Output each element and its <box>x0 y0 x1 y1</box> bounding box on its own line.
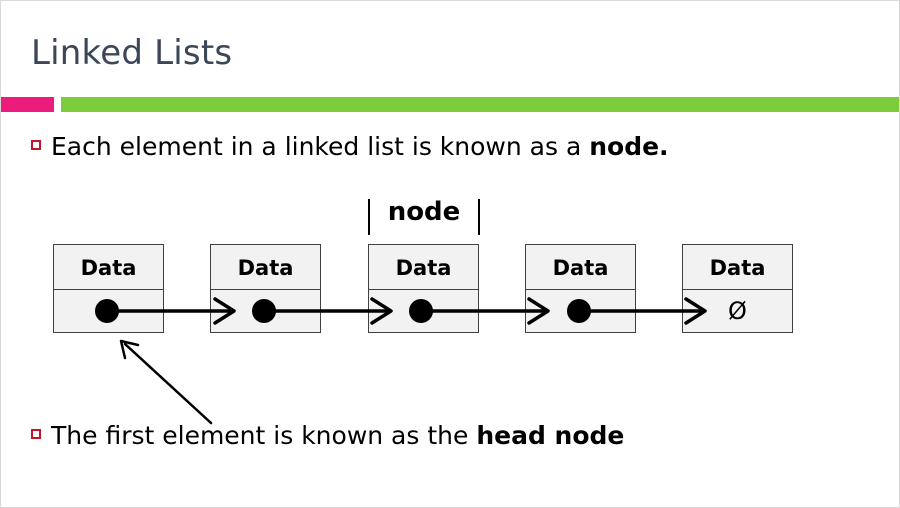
list-node-5: Data Ø <box>682 244 793 333</box>
bullet-text: Each element in a linked list is known a… <box>51 132 590 161</box>
accent-bar-green <box>61 97 899 112</box>
list-node-2: Data <box>210 244 321 333</box>
node-label-right-bracket <box>478 199 480 235</box>
node-pointer-cell <box>369 290 478 333</box>
bullet-emphasis: node. <box>589 132 669 161</box>
null-pointer-symbol: Ø <box>728 297 747 325</box>
accent-bar-pink <box>1 97 54 112</box>
node-pointer-cell <box>54 290 163 333</box>
node-label-left-bracket <box>368 199 370 235</box>
slide-title: Linked Lists <box>31 33 233 73</box>
node-data-cell: Data <box>369 245 478 290</box>
square-bullet-icon <box>31 140 41 150</box>
list-node-1: Data <box>53 244 164 333</box>
bullet-line-head-node: The first element is known as the head n… <box>31 421 624 450</box>
head-node-arrowhead <box>119 339 140 360</box>
node-label-text: node <box>387 197 461 227</box>
node-data-cell: Data <box>526 245 635 290</box>
list-node-4: Data <box>525 244 636 333</box>
bullet-text: The first element is known as the <box>51 421 477 450</box>
node-label: node <box>368 197 480 237</box>
bullet-emphasis: head node <box>476 421 625 450</box>
node-data-cell: Data <box>54 245 163 290</box>
list-node-3: Data <box>368 244 479 333</box>
square-bullet-icon <box>31 429 41 439</box>
node-data-cell: Data <box>211 245 320 290</box>
bullet-line-node: Each element in a linked list is known a… <box>31 132 669 161</box>
node-pointer-cell <box>211 290 320 333</box>
node-data-cell: Data <box>683 245 792 290</box>
node-pointer-cell <box>526 290 635 333</box>
head-node-arrow <box>123 342 213 425</box>
